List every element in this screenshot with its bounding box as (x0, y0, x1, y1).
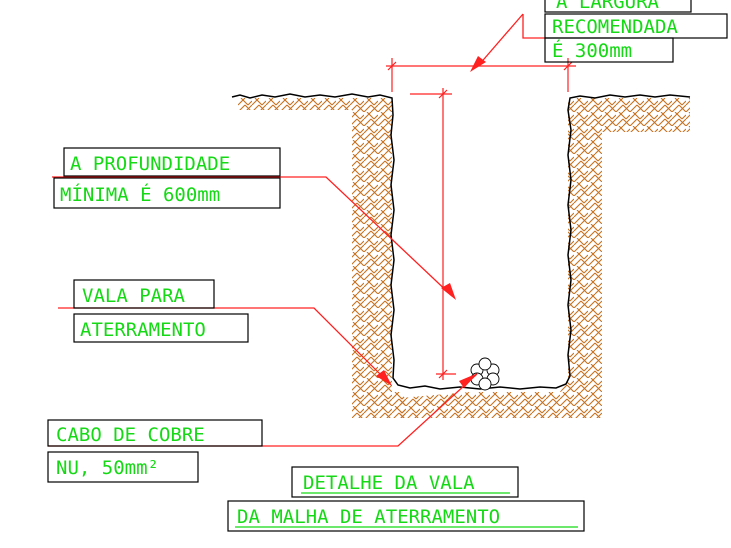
largura-line-2: RECOMENDADA (552, 16, 678, 38)
vala-line-1: VALA PARA (82, 285, 186, 307)
title-line-2: DA MALHA DE ATERRAMENTO (237, 506, 500, 528)
label-cabo: CABO DE COBRE NU, 50mm² (47, 419, 263, 483)
trench-outline (231, 93, 691, 390)
largura-line-3: É 300mm (552, 39, 632, 62)
width-dimension (386, 58, 576, 92)
label-profundidade: A PROFUNDIDADE MÍNIMA É 600mm (53, 147, 281, 209)
cabo-line-1: CABO DE COBRE (56, 424, 205, 446)
soil-right (400, 98, 690, 418)
label-largura: A LARGURA RECOMENDADA É 300mm (544, 0, 728, 63)
leader-largura (470, 13, 545, 72)
vala-line-2: ATERRAMENTO (80, 319, 206, 341)
largura-line-1: A LARGURA (556, 0, 660, 13)
profundidade-line-1: A PROFUNDIDADE (70, 153, 230, 175)
title-line-1: DETALHE DA VALA (303, 472, 475, 494)
profundidade-line-2: MÍNIMA É 600mm (60, 183, 220, 206)
label-vala: VALA PARA ATERRAMENTO (73, 279, 249, 343)
cabo-line-2: NU, 50mm² (56, 457, 159, 479)
depth-dimension (410, 88, 456, 380)
copper-cable-icon (470, 357, 500, 391)
drawing-title: DETALHE DA VALA DA MALHA DE ATERRAMENTO (227, 466, 585, 532)
leader-profundidade (52, 176, 456, 300)
soil-left (238, 98, 405, 418)
